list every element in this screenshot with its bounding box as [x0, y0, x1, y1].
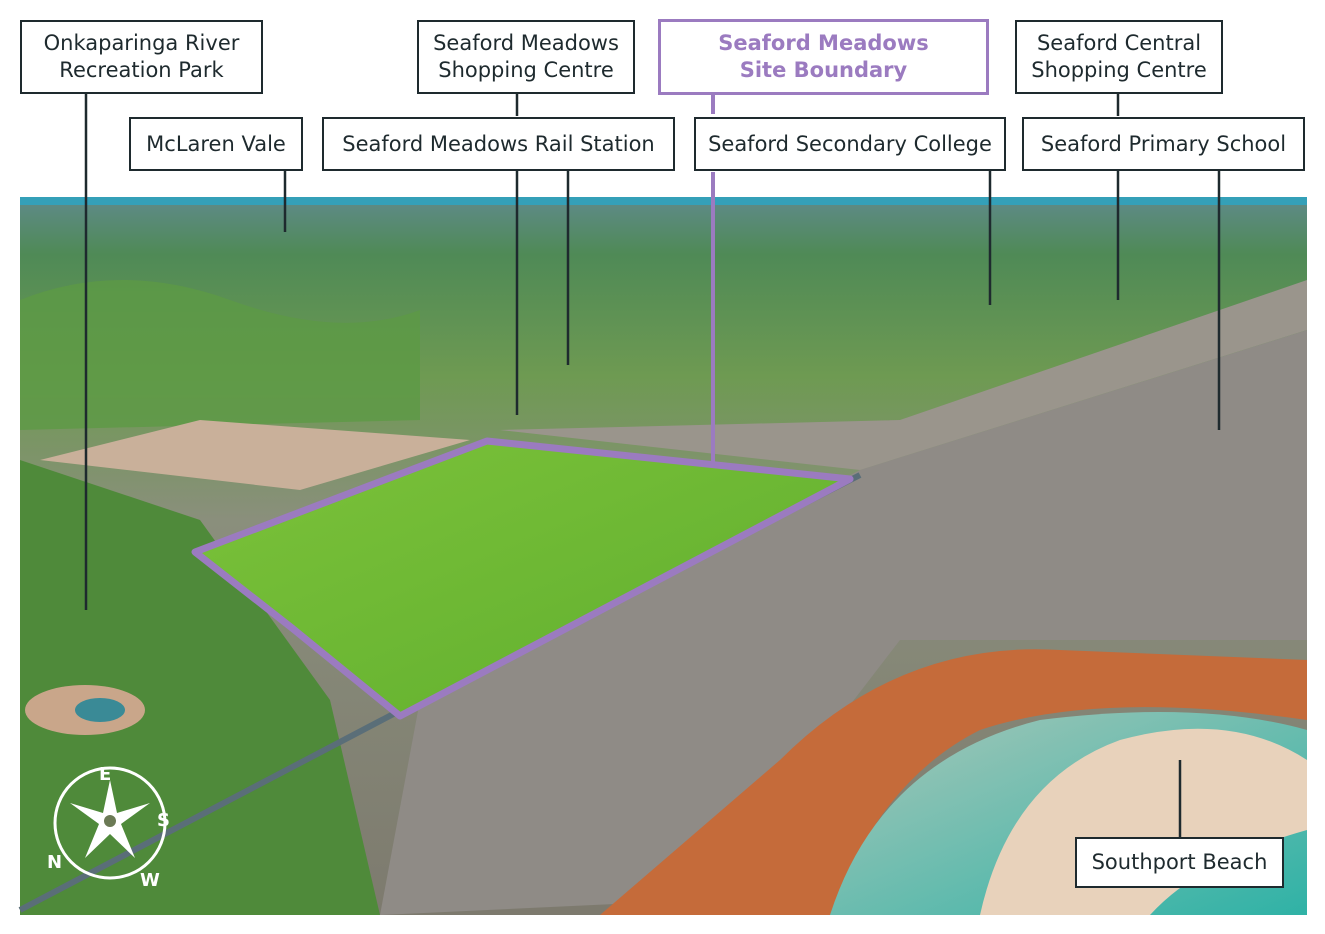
- label-mclaren-vale: McLaren Vale: [129, 117, 303, 171]
- label-secondary-college: Seaford Secondary College: [694, 117, 1006, 171]
- label-line: Seaford Central: [1036, 31, 1202, 55]
- compass-east: E: [99, 764, 111, 785]
- label-southport-beach: Southport Beach: [1075, 837, 1284, 888]
- label-line: Onkaparinga River: [43, 31, 240, 55]
- label-primary-school: Seaford Primary School: [1022, 117, 1305, 171]
- leader-lines: [84, 93, 1221, 838]
- compass-north: N: [47, 852, 62, 873]
- label-rail-station: Seaford Meadows Rail Station: [322, 117, 675, 171]
- compass-west: W: [140, 870, 160, 888]
- site-boundary-polygon: [191, 437, 854, 720]
- compass-rose-icon: E S W N: [47, 764, 170, 888]
- label-line: Recreation Park: [59, 58, 224, 82]
- label-line: Shopping Centre: [1031, 58, 1207, 82]
- label-line: Seaford Meadows: [433, 31, 619, 55]
- compass-south: S: [157, 810, 170, 831]
- label-line: Shopping Centre: [438, 58, 614, 82]
- label-line: Seaford Meadows: [718, 31, 929, 55]
- label-line: Site Boundary: [739, 58, 908, 82]
